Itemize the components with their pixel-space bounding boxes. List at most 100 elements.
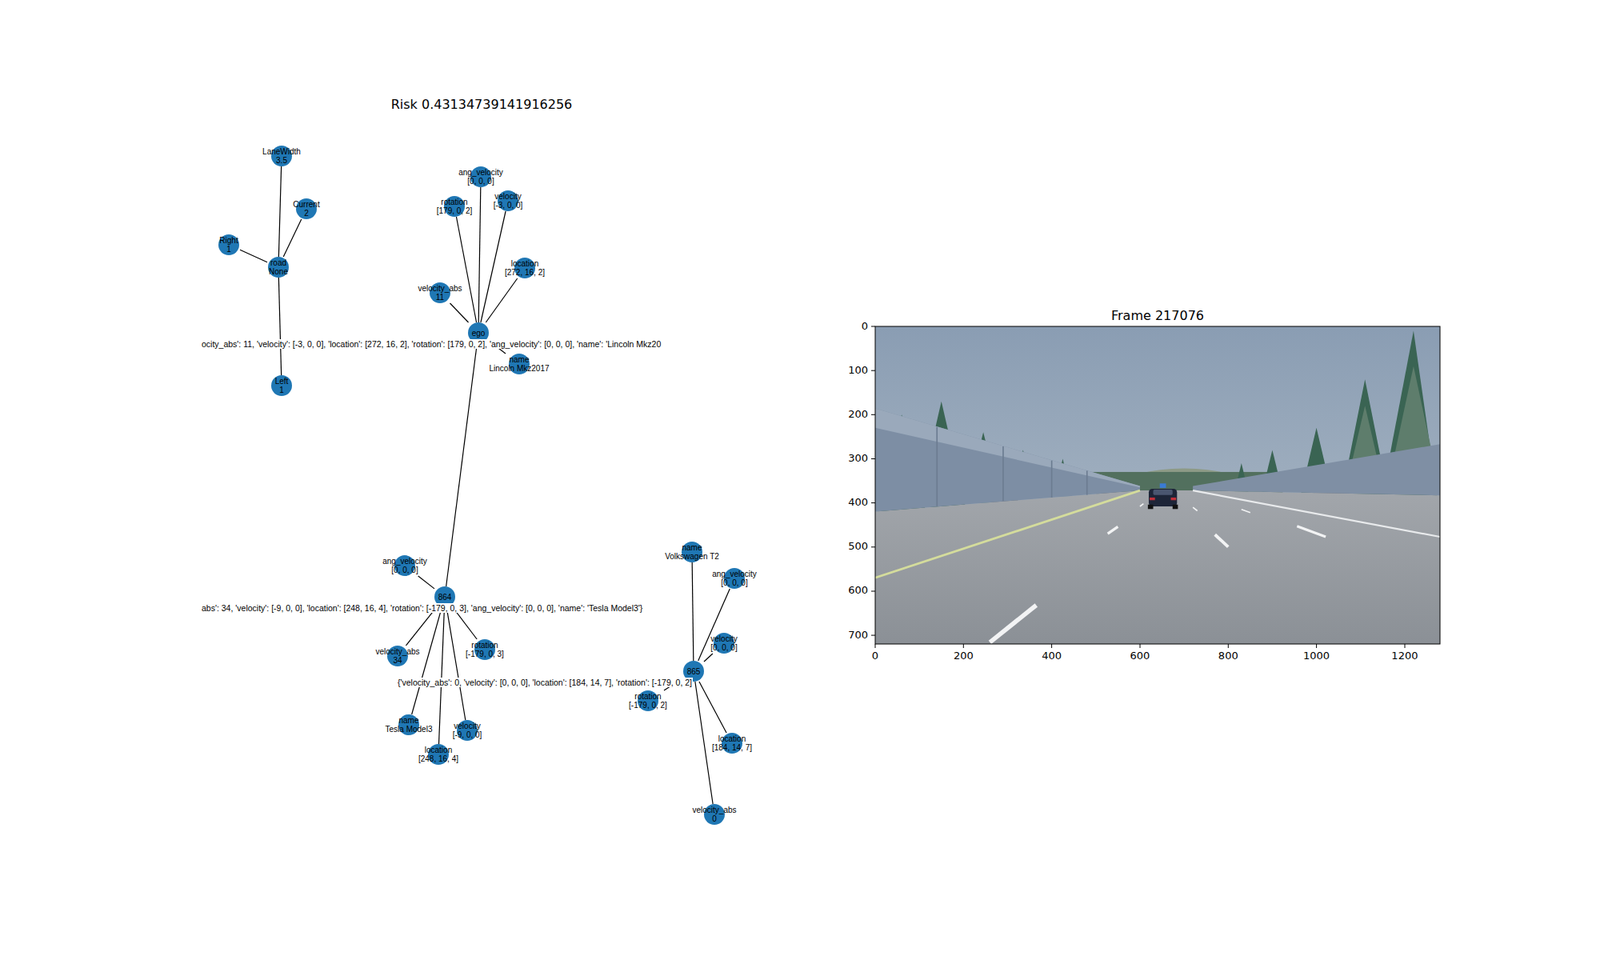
- node-text: name: [488, 355, 549, 364]
- graph-edge: [439, 607, 445, 744]
- node-label: location[248, 16, 4]: [418, 745, 459, 764]
- node-text: [-9, 0, 0]: [452, 730, 483, 740]
- graph-edge: [446, 607, 466, 720]
- node-text: 3.5: [262, 156, 301, 165]
- graph-node: ang_velocity[0, 0, 0]: [456, 166, 505, 188]
- graph-edge: [695, 681, 713, 804]
- graph-node: rotation[-179, 0, 2]: [627, 690, 669, 712]
- node-text: 34: [375, 656, 420, 665]
- node-text: LaneWidth: [262, 147, 301, 156]
- node-label: ang_velocity[0, 0, 0]: [382, 556, 428, 575]
- node-text: rotation: [436, 197, 472, 207]
- graph-edge: [478, 187, 481, 323]
- graph-node: LaneWidth3.5: [260, 145, 303, 167]
- tick-label: 0: [861, 320, 868, 333]
- chart-title: Risk 0.43134739141916256: [391, 96, 573, 112]
- node-dot: [268, 256, 289, 278]
- node-text: [-3, 0, 0]: [493, 200, 524, 210]
- graph-node: velocity[-3, 0, 0]: [492, 190, 525, 212]
- node-text: Volkswagen T2: [664, 552, 720, 561]
- node-label: roadNone: [268, 258, 288, 276]
- node-text: [0, 0, 0]: [382, 565, 428, 575]
- node-text: ang_velocity: [458, 168, 504, 177]
- node-text: velocity_abs: [692, 805, 736, 815]
- attribute-dict-label: {'velocity_abs': 0, 'velocity': [0, 0, 0…: [396, 677, 693, 688]
- node-text: 1: [219, 244, 238, 254]
- axis-ticks: [871, 326, 1405, 648]
- graph-node: rotation[179, 0, 2]: [435, 196, 475, 217]
- node-text: velocity: [710, 634, 737, 644]
- graph-edge: [704, 653, 713, 662]
- graph-edge: [405, 607, 436, 646]
- node-label: velocity[-3, 0, 0]: [493, 192, 524, 210]
- tick-label: 0: [872, 650, 879, 663]
- node-label: velocity_abs34: [375, 647, 420, 665]
- graph-node: Left1: [271, 375, 292, 396]
- graph-node: ang_velocity[0, 0, 0]: [710, 568, 759, 589]
- node-label: rotation[179, 0, 2]: [436, 197, 472, 216]
- node-text: velocity: [493, 192, 524, 201]
- attribute-dict-label: abs': 34, 'velocity': [-9, 0, 0], 'locat…: [200, 603, 644, 613]
- tick-label: 600: [848, 584, 868, 597]
- node-label: Right1: [219, 236, 238, 254]
- graph-node: nameTesla Model3: [384, 714, 435, 736]
- node-label: location[272, 16, 2]: [504, 259, 545, 277]
- node-text: location: [712, 734, 752, 744]
- node-text: 0: [692, 814, 736, 824]
- node-text: Right: [219, 236, 238, 245]
- node-text: 864: [438, 592, 452, 602]
- node-text: ang_velocity: [382, 556, 428, 566]
- graph-edge: [480, 211, 506, 323]
- graph-node: location[184, 14, 7]: [710, 732, 755, 754]
- graph-node: Current2: [291, 198, 322, 220]
- graph-node: velocity[-9, 0, 0]: [451, 720, 484, 741]
- node-label: rotation[-179, 0, 3]: [465, 640, 504, 659]
- node-text: ang_velocity: [712, 569, 757, 579]
- node-text: [248, 16, 4]: [418, 754, 459, 764]
- node-text: name: [664, 543, 720, 552]
- node-text: velocity_abs: [417, 284, 462, 293]
- frame-title: Frame 217076: [1111, 308, 1204, 324]
- node-label: 864: [438, 592, 452, 602]
- node-text: [0, 0, 0]: [710, 643, 737, 652]
- road-surface: [875, 490, 1440, 644]
- graph-node: velocity_abs0: [690, 804, 739, 825]
- graph-node: ang_velocity[0, 0, 0]: [380, 555, 429, 576]
- node-text: rotation: [465, 640, 504, 650]
- node-label: velocity[-9, 0, 0]: [452, 721, 483, 740]
- tick-label: 1200: [1391, 650, 1418, 663]
- graph-edge: [449, 303, 468, 323]
- node-label: ang_velocity[0, 0, 0]: [458, 168, 504, 186]
- yellow-edge-line: [875, 490, 1140, 578]
- right-barrier: [1192, 444, 1440, 496]
- graph-edge: [412, 607, 443, 715]
- node-dot: [271, 375, 292, 396]
- tick-label: 700: [848, 629, 868, 642]
- node-text: Current: [292, 200, 320, 209]
- graph-edge: [278, 277, 281, 376]
- node-text: 2: [292, 208, 320, 218]
- graph-node: nameVolkswagen T2: [663, 541, 721, 563]
- node-text: [179, 0, 2]: [436, 206, 472, 216]
- graph-node: rotation[-179, 0, 3]: [464, 639, 506, 660]
- node-label: rotation[-179, 0, 2]: [628, 692, 668, 710]
- lane-dashes: [989, 504, 1326, 643]
- graph-edge: [418, 576, 435, 589]
- node-text: [-179, 0, 2]: [628, 700, 668, 710]
- node-text: Lincoln Mkz2017: [488, 364, 549, 373]
- node-text: [272, 16, 2]: [504, 268, 545, 277]
- tick-label: 200: [848, 408, 868, 421]
- graph-node: velocity[0, 0, 0]: [708, 632, 740, 654]
- graph-edge: [692, 562, 694, 661]
- barrier-joints: [936, 427, 1088, 507]
- node-dot: [218, 234, 240, 256]
- node-text: road: [268, 258, 288, 268]
- node-text: ego: [472, 328, 486, 338]
- tick-label: 600: [1130, 650, 1151, 663]
- node-label: velocity_abs11: [417, 284, 462, 302]
- node-label: LaneWidth3.5: [262, 147, 301, 165]
- tick-label: 400: [1041, 650, 1062, 663]
